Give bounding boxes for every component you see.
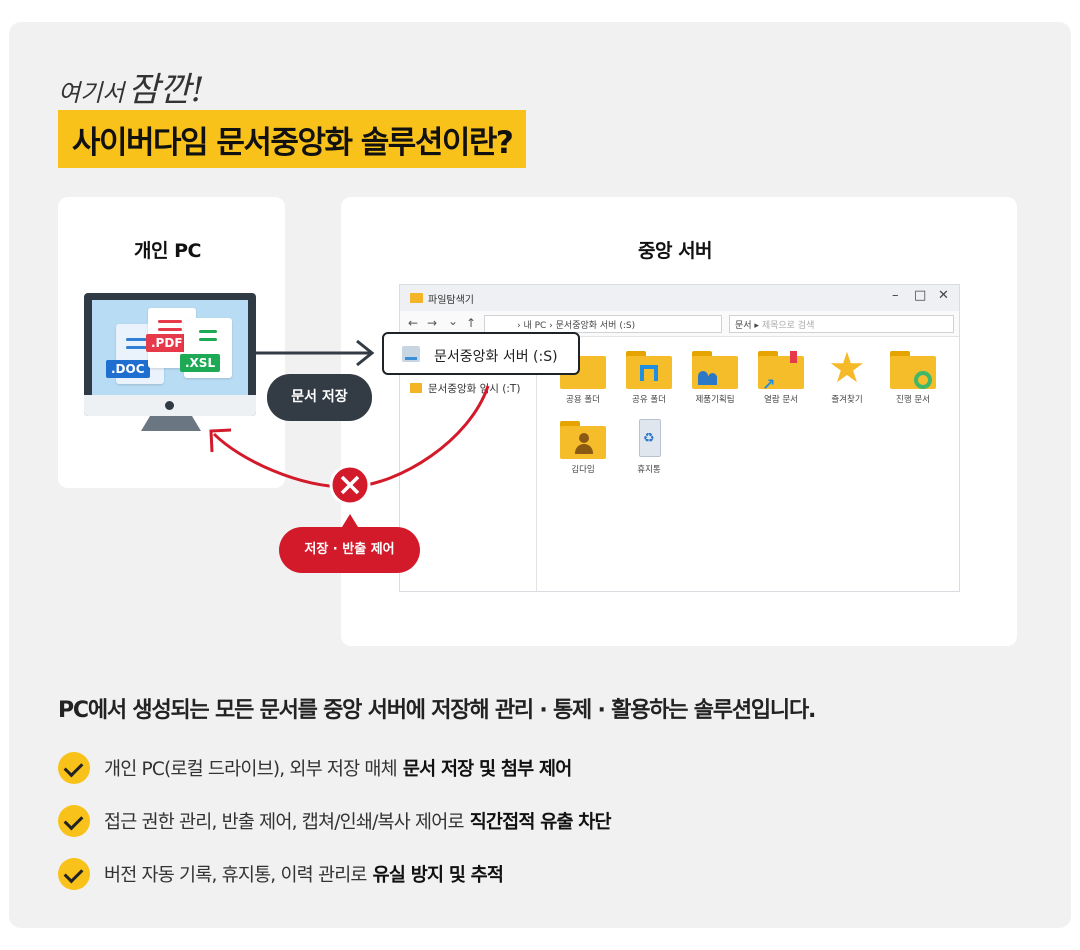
explorer-title: 파일탐색기 <box>428 295 474 306</box>
progress-folder-icon <box>890 351 936 389</box>
server-drive-icon <box>402 346 420 362</box>
file-item-progress[interactable]: 진행 문서 <box>882 351 944 405</box>
pdf-tag: .PDF <box>146 334 188 352</box>
recycle-bin-icon: ♻ <box>626 419 672 459</box>
file-name: 즐겨찾기 <box>831 395 863 405</box>
history-dropdown-icon[interactable]: ⌄ <box>448 314 459 328</box>
handwritten-small: 여기서 <box>58 79 125 107</box>
xsl-tag: .XSL <box>180 354 221 372</box>
up-arrow-icon[interactable]: ↑ <box>466 316 477 330</box>
star-icon: ★ <box>828 343 866 392</box>
block-arrow-head <box>209 428 232 453</box>
explorer-titlebar: 파일탐색기 – □ ✕ <box>400 285 959 311</box>
file-explorer-window: 파일탐색기 – □ ✕ ← → ⌄ ↑ › 내 PC › 문서중앙화 서버 (:… <box>399 284 960 592</box>
user-folder-icon <box>560 421 606 459</box>
file-item-view[interactable]: ↗ 열람 문서 <box>750 351 812 405</box>
file-name: 제품기획팀 <box>695 395 735 405</box>
feature-text: 버전 자동 기록, 휴지통, 이력 관리로 <box>104 865 367 886</box>
handwritten-big: 잠깐! <box>128 70 205 110</box>
team-folder-icon <box>692 351 738 389</box>
lock-drive-icon <box>410 383 422 393</box>
address-bar[interactable]: › 내 PC › 문서중앙화 서버 (:S) <box>484 315 722 333</box>
file-name: 휴지통 <box>637 465 661 475</box>
page-title: 사이버다임 문서중앙화 솔루션이란? <box>58 110 527 168</box>
minimize-button[interactable]: – <box>892 288 899 303</box>
file-item-recycle[interactable]: ♻ 휴지통 <box>618 419 680 475</box>
monitor-stand <box>141 416 201 431</box>
file-name: 김다임 <box>571 465 595 475</box>
maximize-button[interactable]: □ <box>914 288 927 303</box>
save-arrow-head <box>356 339 375 367</box>
monitor-icon: .DOC .PDF .XSL <box>84 293 256 416</box>
file-name: 열람 문서 <box>764 395 798 405</box>
file-item-share[interactable]: 공유 폴더 <box>618 351 680 405</box>
doc-tag: .DOC <box>106 360 150 378</box>
feature-text: 개인 PC(로컬 드라이브), 외부 저장 매체 <box>104 759 398 780</box>
file-item-team[interactable]: 제품기획팀 <box>684 351 746 405</box>
back-arrow-icon[interactable]: ← <box>408 316 419 330</box>
doc-file-icon: .DOC <box>106 324 164 384</box>
explorer-sidebar: 문서중앙화 임시 (:T) <box>400 337 537 591</box>
file-name: 공유 폴더 <box>632 395 666 405</box>
solution-description: PC에서 생성되는 모든 문서를 중앙 서버에 저장해 관리 · 통제 · 활용… <box>58 698 816 723</box>
check-icon <box>58 752 90 784</box>
sidebar-item-temp-drive[interactable]: 문서중앙화 임시 (:T) <box>410 381 520 396</box>
central-server-drive[interactable]: 문서중앙화 서버 (:S) <box>382 332 580 375</box>
save-badge: 문서 저장 <box>267 374 372 421</box>
file-name: 진행 문서 <box>896 395 930 405</box>
block-badge: 저장 · 반출 제어 <box>279 527 420 573</box>
feature-text: 접근 권한 관리, 반출 제어, 캡쳐/인쇄/복사 제어로 <box>104 812 465 833</box>
file-name: 공용 폴더 <box>566 395 600 405</box>
file-item-user[interactable]: 김다임 <box>552 421 614 475</box>
shared-folder-icon <box>626 351 672 389</box>
folder-icon <box>410 293 423 303</box>
file-item-favorites[interactable]: ★ 즐겨찾기 <box>816 343 878 406</box>
feature-highlight: 직간접적 유출 차단 <box>469 812 612 833</box>
search-scope: 문서 ▸ <box>735 321 759 331</box>
search-box[interactable]: 문서 ▸ 제목으로 검색 <box>729 315 954 333</box>
view-folder-icon: ↗ <box>758 351 804 394</box>
block-badge-pointer <box>342 514 358 527</box>
check-icon <box>58 858 90 890</box>
temp-drive-label: 문서중앙화 임시 (:T) <box>428 383 521 395</box>
monitor-screen: .DOC .PDF .XSL <box>92 300 248 395</box>
central-drive-label: 문서중앙화 서버 (:S) <box>434 349 558 365</box>
search-placeholder: 제목으로 검색 <box>761 321 815 331</box>
monitor-button-icon <box>165 401 174 410</box>
close-button[interactable]: ✕ <box>938 288 949 303</box>
check-icon <box>58 805 90 837</box>
personal-pc-title: 개인 PC <box>134 240 201 262</box>
feature-highlight: 문서 저장 및 첨부 제어 <box>402 759 572 780</box>
feature-highlight: 유실 방지 및 추적 <box>372 865 504 886</box>
central-server-title: 중앙 서버 <box>638 240 713 262</box>
xsl-file-icon: .XSL <box>180 318 232 378</box>
forward-arrow-icon[interactable]: → <box>427 316 438 330</box>
